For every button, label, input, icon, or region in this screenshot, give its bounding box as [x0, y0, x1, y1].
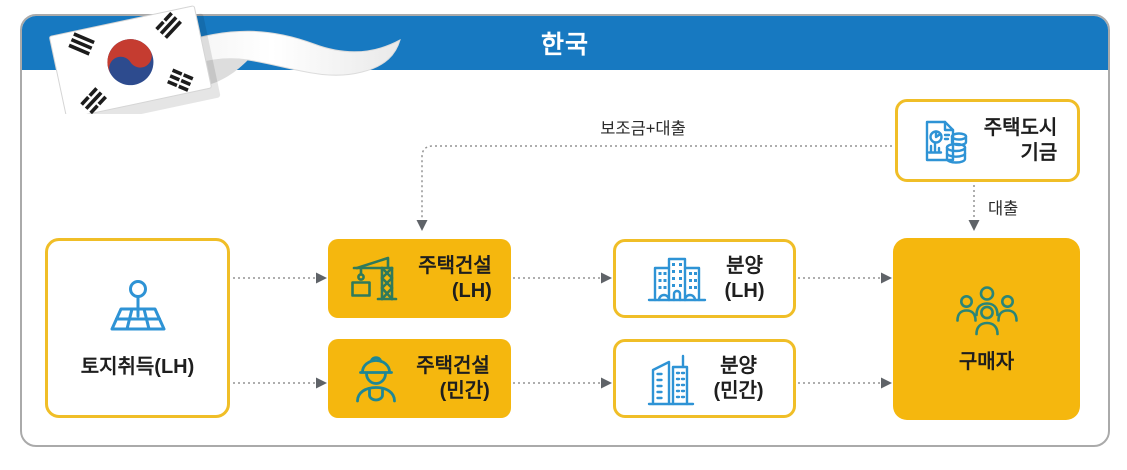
node-label: 구매자 — [958, 350, 1015, 373]
node-label: 주택건설(LH) — [418, 255, 492, 302]
node-land-acquisition: 토지취득(LH) — [45, 238, 230, 418]
construction-worker-icon — [356, 355, 397, 402]
report-and-coins-icon — [925, 120, 967, 164]
subsidy-loan-edge-label: 보조금+대출 — [600, 120, 686, 138]
node-housing-construction-private: 주택건설(민간) — [328, 339, 511, 418]
highrise-buildings-icon — [648, 354, 695, 405]
node-label: 분양(LH) — [724, 255, 765, 302]
node-label: 분양(민간) — [713, 355, 764, 402]
node-label: 주택건설(민간) — [416, 355, 490, 402]
page-title: 한국 — [540, 31, 589, 59]
node-housing-construction-lh: 주택건설(LH) — [328, 239, 511, 318]
node-presale-private: 분양(민간) — [613, 339, 796, 418]
korean-flag-ribbon-icon — [49, 5, 401, 114]
node-buyer: 구매자 — [893, 238, 1080, 420]
loan-edge-label: 대출 — [988, 200, 1019, 218]
map-pin-icon — [110, 279, 165, 331]
tower-crane-icon — [351, 256, 398, 300]
people-group-icon — [955, 285, 1018, 336]
node-presale-lh: 분양(LH) — [613, 239, 796, 318]
apartment-buildings-icon — [647, 257, 706, 301]
node-label: 토지취득(LH) — [80, 355, 195, 378]
